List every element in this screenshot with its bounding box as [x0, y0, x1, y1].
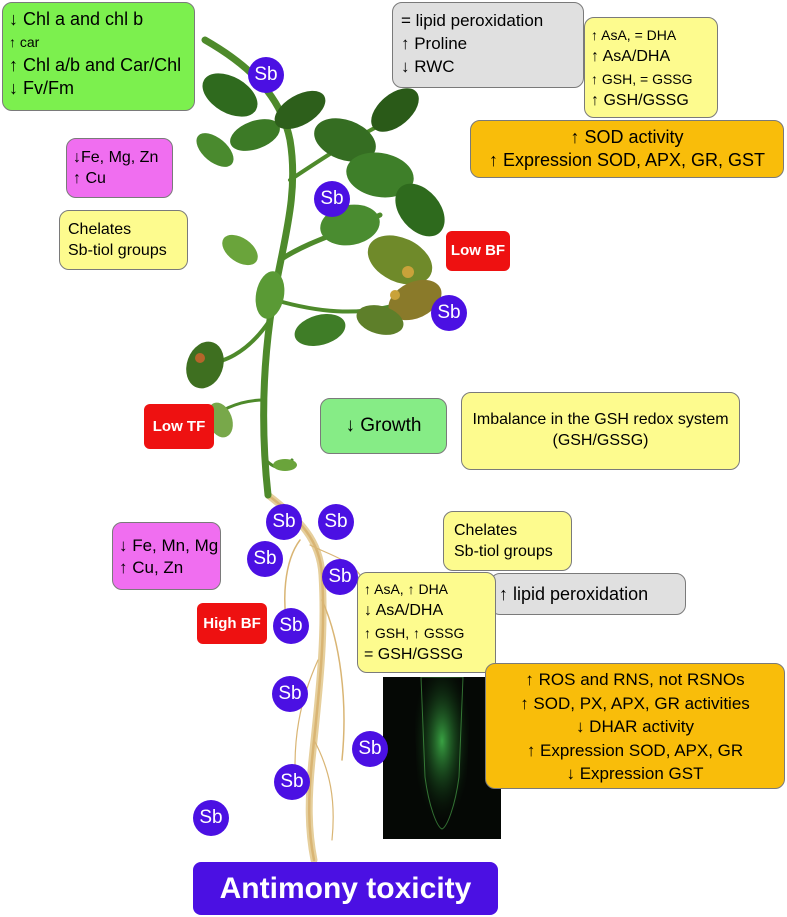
ascorbate-line: ↑ GSH/GSSG — [591, 92, 689, 109]
ascorbate-line: ↑ GSH, = GSSG — [591, 71, 693, 87]
root-ascorbate-line: ↑ GSH, ↑ GSSG — [364, 625, 465, 641]
root-nutrient-line: ↓ Fe, Mn, Mg — [119, 536, 219, 555]
leaf-stress-box: = lipid peroxidation ↑ Proline ↓ RWC — [392, 2, 584, 88]
root-chelates-line: Sb-tiol groups — [454, 543, 553, 560]
growth-text: ↓ Growth — [345, 415, 422, 436]
sb-badge: Sb — [273, 608, 309, 644]
sb-badge: Sb — [352, 731, 388, 767]
root-enzymes-line: ↓ DHAR activity — [575, 717, 695, 736]
root-enzymes-line: ↓ Expression GST — [566, 764, 704, 783]
leaf-enzymes-box: ↑ SOD activity ↑ Expression SOD, APX, GR… — [470, 120, 784, 178]
leaves — [186, 73, 445, 471]
root-system — [264, 491, 361, 864]
root-tip-fluorescence — [413, 677, 471, 837]
leaf-pigments-box: ↓ Chl a and chl b ↑ car ↑ Chl a/b and Ca… — [2, 2, 195, 111]
sb-badge: Sb — [247, 541, 283, 577]
root-chelates-box: Chelates Sb-tiol groups — [443, 511, 572, 571]
nutrient-line: ↑ Cu — [73, 170, 106, 187]
sb-badge: Sb — [431, 295, 467, 331]
sb-badge: Sb — [274, 764, 310, 800]
root-peroxidation-text: ↑ lipid peroxidation — [499, 584, 649, 604]
leaf-nutrients-box: ↓Fe, Mg, Zn ↑ Cu — [66, 138, 173, 198]
low-tf-tag: Low TF — [144, 404, 214, 449]
pigment-line: ↑ Chl a/b and Car/Chl — [9, 55, 182, 75]
root-enzymes-line: ↑ SOD, PX, APX, GR activities — [520, 693, 750, 713]
enzymes-line: ↑ Expression SOD, APX, GR, GST — [488, 150, 766, 170]
leaf-ascorbate-box: ↑ AsA, = DHA ↑ AsA/DHA ↑ GSH, = GSSG ↑ G… — [584, 17, 718, 118]
leaf-chelates-box: Chelates Sb-tiol groups — [59, 210, 188, 270]
root-ascorbate-line: ↑ AsA, ↑ DHA — [364, 581, 449, 597]
enzymes-line: ↑ SOD activity — [570, 127, 684, 147]
sb-badge: Sb — [193, 800, 229, 836]
growth-box: ↓ Growth — [320, 398, 447, 454]
root-peroxidation-box: ↑ lipid peroxidation — [490, 573, 686, 615]
chelates-line: Sb-tiol groups — [68, 242, 167, 259]
diagram-title: Antimony toxicity — [193, 862, 498, 915]
root-chelates-line: Chelates — [454, 522, 518, 539]
ascorbate-line: ↑ AsA/DHA — [591, 48, 671, 65]
root-fluorescence-image — [383, 677, 501, 839]
redox-line: Imbalance in the GSH redox system — [472, 411, 729, 428]
root-ascorbate-line: ↓ AsA/DHA — [364, 602, 444, 619]
stress-line: ↓ RWC — [401, 57, 455, 76]
nutrient-line: ↓Fe, Mg, Zn — [73, 149, 159, 166]
redox-line: (GSH/GSSG) — [552, 432, 649, 449]
root-enzymes-line: ↑ Expression SOD, APX, GR — [526, 740, 744, 760]
stress-line: ↑ Proline — [401, 34, 468, 53]
sb-badge: Sb — [248, 57, 284, 93]
sb-badge: Sb — [318, 504, 354, 540]
pigment-line: ↓ Fv/Fm — [9, 78, 74, 98]
sb-badge: Sb — [272, 676, 308, 712]
ascorbate-line: ↑ AsA, = DHA — [591, 27, 677, 43]
root-enzymes-line: ↑ ROS and RNS, not RSNOs — [525, 670, 745, 689]
root-ascorbate-line: = GSH/GSSG — [364, 646, 464, 663]
root-nutrients-box: ↓ Fe, Mn, Mg ↑ Cu, Zn — [112, 522, 221, 590]
chelates-line: Chelates — [68, 221, 132, 238]
root-nutrient-line: ↑ Cu, Zn — [119, 558, 184, 577]
pigment-line: ↓ Chl a and chl b — [9, 9, 144, 29]
root-enzymes-box: ↑ ROS and RNS, not RSNOs ↑ SOD, PX, APX,… — [485, 663, 785, 789]
sb-badge: Sb — [266, 504, 302, 540]
pigment-line: ↑ car — [9, 34, 40, 50]
high-bf-tag: High BF — [197, 603, 267, 644]
stress-line: = lipid peroxidation — [401, 11, 544, 30]
low-bf-tag: Low BF — [446, 231, 510, 271]
sb-badge: Sb — [314, 181, 350, 217]
redox-box: Imbalance in the GSH redox system (GSH/G… — [461, 392, 740, 470]
root-ascorbate-box: ↑ AsA, ↑ DHA ↓ AsA/DHA ↑ GSH, ↑ GSSG = G… — [357, 572, 496, 673]
sb-badge: Sb — [322, 559, 358, 595]
